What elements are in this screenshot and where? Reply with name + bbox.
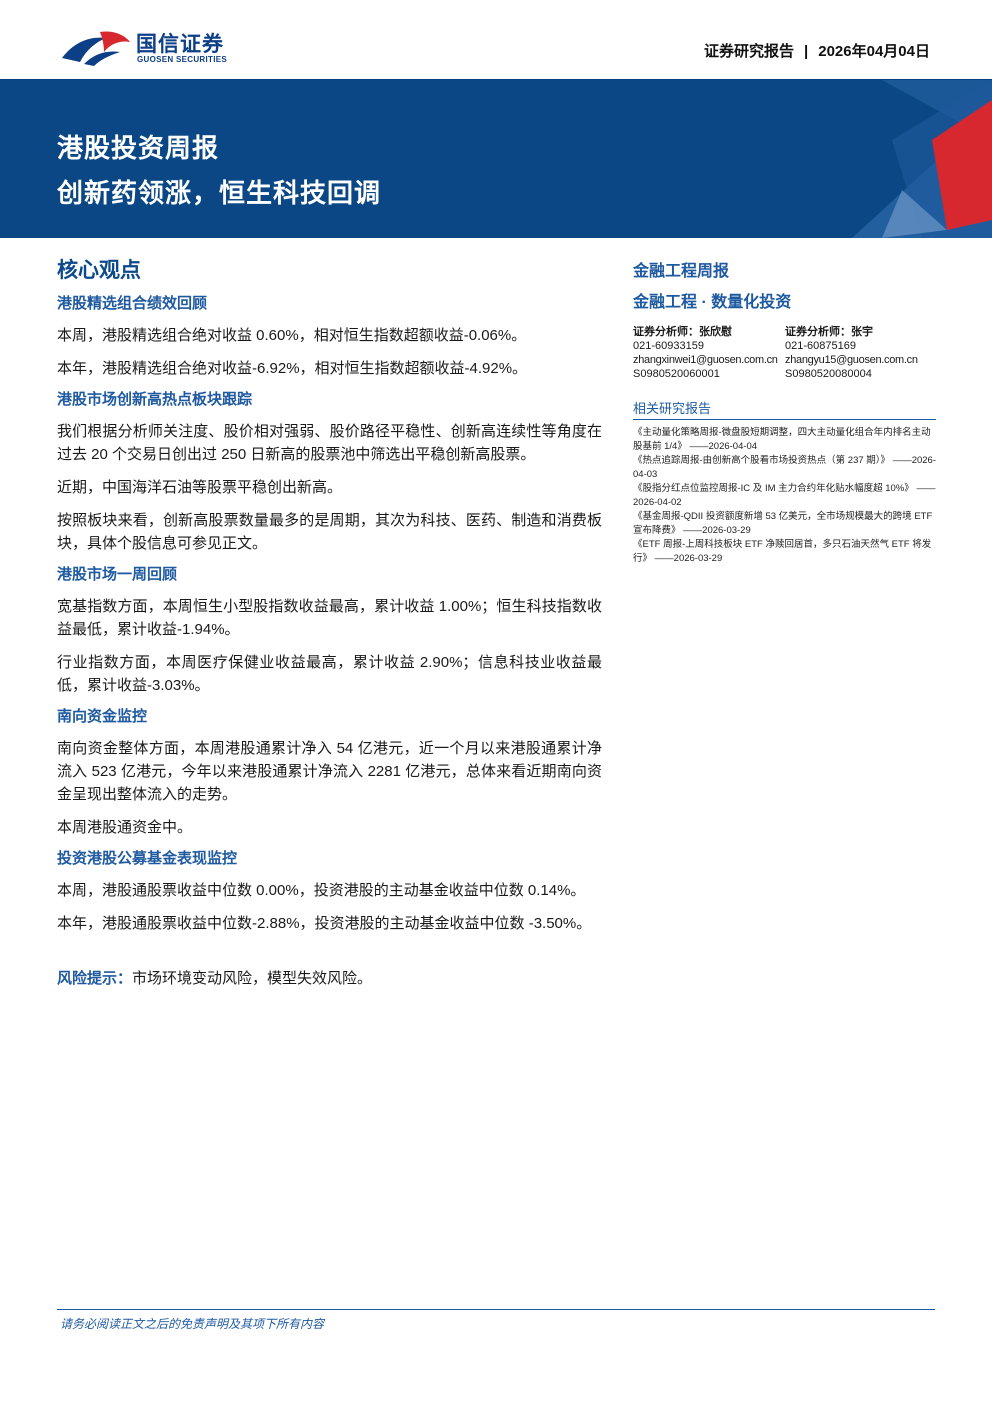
title-banner: 港股投资周报 创新药领涨，恒生科技回调	[0, 80, 992, 238]
section-heading: 投资港股公募基金表现监控	[57, 850, 238, 867]
header-divider	[0, 79, 992, 80]
related-report-title: 《主动量化策略周报-微盘股短期调整，四大主动量化组合年内排名主动股基前 1/4》	[633, 427, 931, 452]
related-report-title: 《热点追踪周报-由创新高个股看市场投资热点（第 237 期）》	[633, 455, 891, 466]
paragraph: 我们根据分析师关注度、股价相对强弱、股价路径平稳性、创新高连续性等角度在过去 2…	[57, 423, 602, 463]
related-report-title: 《基金周报-QDII 投资额度新增 53 亿美元，全市场规模最大的跨境 ETF …	[633, 511, 933, 536]
related-report-item[interactable]: 《基金周报-QDII 投资额度新增 53 亿美元，全市场规模最大的跨境 ETF …	[633, 510, 937, 538]
sidebar: 金融工程周报 金融工程 · 数量化投资 证券分析师：张欣慰 021-609331…	[633, 262, 937, 566]
analyst-cert: S0980520060001	[633, 368, 720, 380]
paragraph: 行业指数方面，本周医疗保健业收益最高，累计收益 2.90%；信息科技业收益最低，…	[57, 654, 602, 694]
report-category: 金融工程周报	[633, 263, 730, 280]
paragraph: 本周港股通资金中。	[57, 819, 193, 836]
analyst-name: 张宇	[851, 326, 873, 338]
section-heading: 港股市场一周回顾	[57, 566, 178, 583]
related-reports-list: 《主动量化策略周报-微盘股短期调整，四大主动量化组合年内排名主动股基前 1/4》…	[633, 426, 937, 566]
related-report-title: 《股指分红点位监控周报-IC 及 IM 主力合约年化贴水幅度超 10%》	[633, 483, 914, 494]
analyst-name-line: 证券分析师：张宇	[785, 325, 937, 339]
analyst-cert: S0980520080004	[785, 368, 872, 380]
related-report-item[interactable]: 《股指分红点位监控周报-IC 及 IM 主力合约年化贴水幅度超 10%》 ——2…	[633, 482, 937, 510]
paragraph: 南向资金整体方面，本周港股通累计净入 54 亿港元，近一个月以来港股通累计净流入…	[57, 740, 602, 803]
paragraph: 本年，港股精选组合绝对收益-6.92%，相对恒生指数超额收益-4.92%。	[57, 360, 528, 377]
related-report-date: ——2026-04-02	[633, 483, 936, 508]
analyst-role: 证券分析师：	[633, 326, 699, 338]
analyst-name: 张欣慰	[699, 326, 732, 338]
report-subtitle: 创新药领涨，恒生科技回调	[57, 178, 382, 208]
report-date: 2026年04月04日	[818, 43, 930, 60]
related-report-item[interactable]: 《热点追踪周报-由创新高个股看市场投资热点（第 237 期）》 ——2026-0…	[633, 454, 937, 482]
analyst-card: 证券分析师：张宇 021-60875169 zhangyu15@guosen.c…	[785, 325, 937, 381]
related-report-date: ——2026-03-29	[683, 525, 751, 536]
paragraph: 宽基指数方面，本周恒生小型股指数收益最高，累计收益 1.00%；恒生科技指数收益…	[57, 598, 602, 638]
analyst-email[interactable]: zhangxinwei1@guosen.com.cn	[633, 354, 778, 366]
related-reports-heading: 相关研究报告	[633, 401, 936, 420]
paragraph: 本年，港股通股票收益中位数-2.88%，投资港股的主动基金收益中位数 -3.50…	[57, 915, 592, 932]
report-title: 港股投资周报	[57, 133, 220, 163]
footer-disclaimer: 请务必阅读正文之后的免责声明及其项下所有内容	[60, 1317, 325, 1331]
paragraph: 本周，港股通股票收益中位数 0.00%，投资港股的主动基金收益中位数 0.14%…	[57, 882, 586, 899]
related-report-item[interactable]: 《主动量化策略周报-微盘股短期调整，四大主动量化组合年内排名主动股基前 1/4》…	[633, 426, 937, 454]
logo-cn-text: 国信证券	[136, 33, 224, 56]
analyst-phone: 021-60875169	[785, 340, 856, 352]
related-report-item[interactable]: 《ETF 周报-上周科技板块 ETF 净赎回居首，多只石油天然气 ETF 将发行…	[633, 538, 937, 566]
core-views-heading: 核心观点	[57, 259, 141, 282]
related-report-date: ——2026-04-04	[689, 441, 758, 452]
analyst-card: 证券分析师：张欣慰 021-60933159 zhangxinwei1@guos…	[633, 325, 785, 381]
meta-separator: |	[804, 43, 809, 60]
guosen-logo-icon	[62, 31, 130, 66]
related-report-date: ——2026-03-29	[654, 553, 723, 564]
report-subcategory: 金融工程 · 数量化投资	[633, 294, 792, 311]
section-heading: 南向资金监控	[57, 708, 148, 725]
related-report-title: 《ETF 周报-上周科技板块 ETF 净赎回居首，多只石油天然气 ETF 将发行…	[633, 539, 932, 564]
banner-decoration	[852, 80, 992, 238]
analyst-list: 证券分析师：张欣慰 021-60933159 zhangxinwei1@guos…	[633, 325, 937, 381]
paragraph: 近期，中国海洋石油等股票平稳创出新高。	[57, 479, 343, 496]
report-meta: 证券研究报告 | 2026年04月04日	[704, 40, 930, 61]
risk-text: 市场环境变动风险，模型失效风险。	[132, 970, 373, 987]
analyst-role: 证券分析师：	[785, 326, 851, 338]
logo: 国信证券 GUOSEN SECURITIES	[60, 26, 250, 70]
logo-en-text: GUOSEN SECURITIES	[137, 55, 228, 64]
analyst-phone: 021-60933159	[633, 340, 704, 352]
core-views: 核心观点 港股精选组合绩效回顾 本周，港股精选组合绝对收益 0.60%，相对恒生…	[57, 258, 602, 990]
analyst-name-line: 证券分析师：张欣慰	[633, 325, 785, 339]
paragraph: 按照板块来看，创新高股票数量最多的是周期，其次为科技、医药、制造和消费板块，具体…	[57, 512, 602, 552]
section-heading: 港股精选组合绩效回顾	[57, 295, 208, 312]
footer-divider	[57, 1309, 935, 1310]
risk-label: 风险提示：	[57, 970, 133, 987]
section-heading: 港股市场创新高热点板块跟踪	[57, 391, 253, 408]
risk-warning: 风险提示：市场环境变动风险，模型失效风险。	[57, 967, 602, 990]
related-report-date: ——2026-04-03	[633, 455, 936, 480]
paragraph: 本周，港股精选组合绝对收益 0.60%，相对恒生指数超额收益-0.06%。	[57, 327, 527, 344]
analyst-email[interactable]: zhangyu15@guosen.com.cn	[785, 354, 918, 366]
report-type: 证券研究报告	[704, 43, 795, 60]
